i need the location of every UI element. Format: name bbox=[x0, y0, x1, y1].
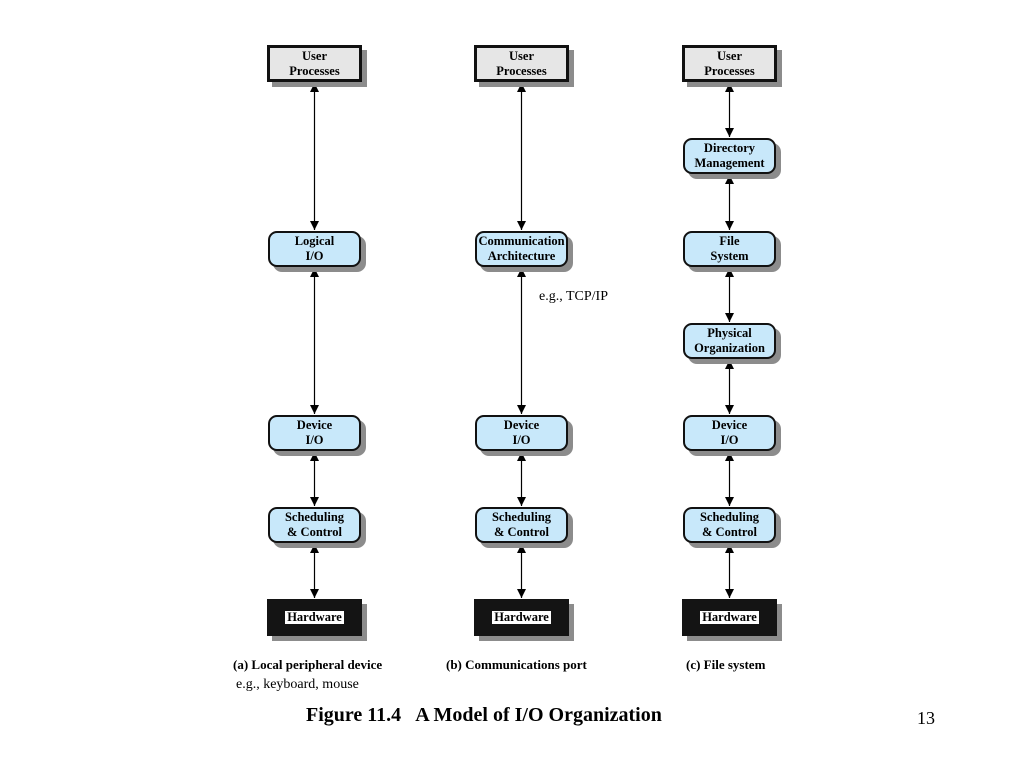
page-number: 13 bbox=[917, 708, 935, 728]
example-note: e.g., keyboard, mouse bbox=[236, 677, 359, 692]
box-line: Organization bbox=[694, 341, 765, 355]
box-line: & Control bbox=[702, 525, 757, 539]
column-label: (c) File system bbox=[686, 657, 766, 672]
box-line: Processes bbox=[704, 63, 755, 78]
example-note: e.g., TCP/IP bbox=[539, 289, 608, 304]
hardware-box: Hardware bbox=[474, 599, 569, 636]
device-io-box: Device I/O bbox=[475, 415, 568, 451]
scheduling-control-box: Scheduling & Control bbox=[475, 507, 568, 543]
box-line: I/O bbox=[512, 433, 531, 447]
box-line: Device bbox=[296, 418, 333, 432]
box-line: Directory bbox=[703, 141, 756, 155]
box-line: Logical bbox=[294, 234, 335, 248]
box-line: I/O bbox=[305, 249, 324, 263]
box-line: Device bbox=[503, 418, 540, 432]
box-line: Device bbox=[711, 418, 748, 432]
box-line: File bbox=[719, 234, 740, 248]
physical-organization-box: Physical Organization bbox=[683, 323, 776, 359]
column-label: (a) Local peripheral device bbox=[233, 657, 383, 672]
device-io-box: Device I/O bbox=[683, 415, 776, 451]
device-io-box: Device I/O bbox=[268, 415, 361, 451]
hardware-box: Hardware bbox=[682, 599, 777, 636]
box-line: Physical bbox=[707, 326, 752, 340]
figure-caption: Figure 11.4 A Model of I/O Organization bbox=[306, 704, 662, 727]
hardware-box: Hardware bbox=[267, 599, 362, 636]
scheduling-control-box: Scheduling & Control bbox=[268, 507, 361, 543]
box-line: Communication bbox=[478, 234, 565, 248]
box-line: Management bbox=[694, 156, 765, 170]
directory-management-box: Directory Management bbox=[683, 138, 776, 174]
box-line: Scheduling bbox=[699, 510, 760, 524]
box-line: Scheduling bbox=[491, 510, 552, 524]
scheduling-control-box: Scheduling & Control bbox=[683, 507, 776, 543]
box-line: User bbox=[509, 48, 534, 63]
box-line: I/O bbox=[305, 433, 324, 447]
box-line: Hardware bbox=[700, 610, 759, 624]
box-line: I/O bbox=[720, 433, 739, 447]
column-label: (b) Communications port bbox=[446, 657, 587, 672]
box-line: Processes bbox=[289, 63, 340, 78]
figure-title: A Model of I/O Organization bbox=[415, 704, 662, 726]
box-line: Processes bbox=[496, 63, 547, 78]
box-line: Hardware bbox=[492, 610, 551, 624]
user-processes-box: User Processes bbox=[682, 45, 777, 82]
box-line: Scheduling bbox=[284, 510, 345, 524]
box-line: & Control bbox=[287, 525, 342, 539]
box-line: System bbox=[710, 249, 749, 263]
box-line: User bbox=[717, 48, 742, 63]
file-system-box: File System bbox=[683, 231, 776, 267]
logical-io-box: Logical I/O bbox=[268, 231, 361, 267]
box-line: & Control bbox=[494, 525, 549, 539]
box-line: Hardware bbox=[285, 610, 344, 624]
communication-architecture-box: Communication Architecture bbox=[475, 231, 568, 267]
box-line: User bbox=[302, 48, 327, 63]
user-processes-box: User Processes bbox=[267, 45, 362, 82]
user-processes-box: User Processes bbox=[474, 45, 569, 82]
figure-number: Figure 11.4 bbox=[306, 704, 402, 726]
box-line: Architecture bbox=[487, 249, 556, 263]
